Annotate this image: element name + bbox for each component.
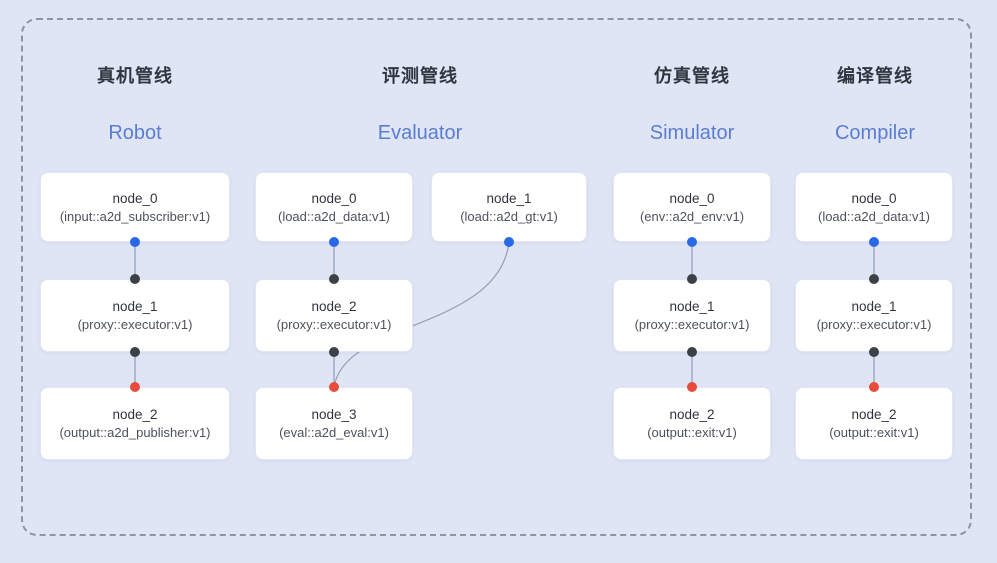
node-subtitle: (output::exit:v1): [647, 425, 737, 440]
node-subtitle: (proxy::executor:v1): [634, 317, 750, 332]
evaluator-node-0: node_0 (load::a2d_data:v1): [255, 172, 413, 242]
evaluator-node-2: node_2 (proxy::executor:v1): [255, 279, 413, 352]
robot-node-1: node_1 (proxy::executor:v1): [40, 279, 230, 352]
node-title: node_2: [851, 407, 897, 422]
simulator-pipeline-en-title: Simulator: [649, 122, 735, 144]
compiler-node-2: node_2 (output::exit:v1): [795, 387, 953, 460]
robot-pipeline-cn-title: 真机管线: [97, 66, 173, 86]
node-title: node_0: [112, 190, 158, 206]
node-subtitle: (output::a2d_publisher:v1): [59, 425, 211, 440]
evaluator-node2-output-port-dot: [329, 347, 339, 357]
node-title: node_1: [669, 299, 715, 314]
evaluator-node-1: node_1 (load::a2d_gt:v1): [431, 172, 587, 242]
robot-node-2: node_2 (output::a2d_publisher:v1): [40, 387, 230, 460]
node-title: node_2: [669, 407, 715, 422]
simulator-node2-input-port-dot: [687, 382, 697, 392]
node-title: node_1: [486, 190, 532, 206]
robot-node1-output-port-dot: [130, 347, 140, 357]
robot-node2-input-port-dot: [130, 382, 140, 392]
compiler-node1-input-port-dot: [869, 274, 879, 284]
compiler-node0-output-port-dot: [869, 237, 879, 247]
compiler-node-1: node_1 (proxy::executor:v1): [795, 279, 953, 352]
node-subtitle: (load::a2d_data:v1): [817, 208, 931, 224]
evaluator-node2-input-port-dot: [329, 274, 339, 284]
compiler-node1-output-port-dot: [869, 347, 879, 357]
evaluator-pipeline-cn-title: 评测管线: [382, 66, 458, 86]
simulator-node1-input-port-dot: [687, 274, 697, 284]
simulator-node-1: node_1 (proxy::executor:v1): [613, 279, 771, 352]
node-title: node_3: [311, 407, 357, 422]
simulator-pipeline-cn-title: 仿真管线: [654, 66, 730, 86]
compiler-pipeline-cn-title: 编译管线: [837, 66, 913, 86]
node-title: node_2: [311, 299, 357, 314]
evaluator-node3-input-port-dot: [329, 382, 339, 392]
robot-node1-input-port-dot: [130, 274, 140, 284]
evaluator-node1-output-port-dot: [504, 237, 514, 247]
node-subtitle: (eval::a2d_eval:v1): [279, 425, 389, 440]
compiler-node2-input-port-dot: [869, 382, 879, 392]
compiler-pipeline-en-title: Compiler: [834, 122, 916, 144]
simulator-node1-output-port-dot: [687, 347, 697, 357]
node-subtitle: (output::exit:v1): [829, 425, 919, 440]
node-title: node_1: [112, 299, 158, 314]
robot-node0-output-port-dot: [130, 237, 140, 247]
node-subtitle: (load::a2d_gt:v1): [460, 208, 558, 224]
evaluator-node-3: node_3 (eval::a2d_eval:v1): [255, 387, 413, 460]
node-subtitle: (proxy::executor:v1): [816, 317, 932, 332]
compiler-node-0: node_0 (load::a2d_data:v1): [795, 172, 953, 242]
node-title: node_0: [669, 190, 715, 206]
node-subtitle: (env::a2d_env:v1): [639, 208, 745, 224]
robot-pipeline-en-title: Robot: [108, 122, 162, 144]
node-subtitle: (proxy::executor:v1): [77, 317, 193, 332]
evaluator-pipeline-en-title: Evaluator: [377, 122, 463, 144]
simulator-node-0: node_0 (env::a2d_env:v1): [613, 172, 771, 242]
diagram-frame: [21, 18, 972, 536]
edge-evaluator-node1-node3-curve: [333, 242, 510, 388]
node-subtitle: (proxy::executor:v1): [276, 317, 392, 332]
evaluator-node0-output-port-dot: [329, 237, 339, 247]
node-title: node_0: [311, 190, 357, 206]
node-subtitle: (load::a2d_data:v1): [277, 208, 391, 224]
robot-node-0: node_0 (input::a2d_subscriber:v1): [40, 172, 230, 242]
simulator-node-2: node_2 (output::exit:v1): [613, 387, 771, 460]
node-title: node_2: [112, 407, 158, 422]
node-title: node_1: [851, 299, 897, 314]
node-subtitle: (input::a2d_subscriber:v1): [59, 208, 211, 224]
node-title: node_0: [851, 190, 897, 206]
simulator-node0-output-port-dot: [687, 237, 697, 247]
